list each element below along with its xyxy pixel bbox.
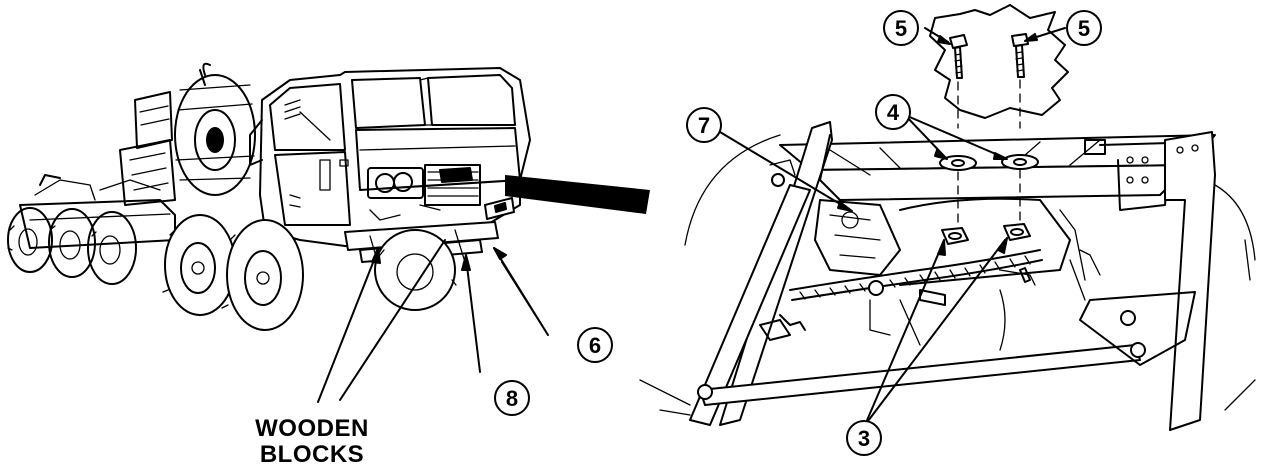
callout-4-number: 4 [887,100,900,125]
callout-6: 6 [577,327,613,363]
cross-tube [639,291,1196,416]
cutaway-panel [929,4,1069,119]
detail-illustration: 5 5 4 7 3 [639,4,1256,456]
bolts [949,33,1029,129]
truck-leader-lines [317,239,549,403]
callout-8-number: 8 [506,386,518,411]
callout-6-number: 6 [589,333,601,358]
callout-3: 3 [846,420,882,456]
bumper-bracket [779,131,1216,431]
truck-illustration: 6 8 WOODEN BLOCKS [7,62,650,468]
callout-5-right: 5 [1066,10,1102,46]
rear-wheels [7,207,137,285]
callout-5-left: 5 [883,10,919,46]
engine-components [779,197,1101,351]
wooden-blocks-label-line1: WOODEN [255,415,369,442]
tow-bar [505,175,650,214]
callout-8: 8 [494,380,530,416]
callout-5-left-number: 5 [895,16,907,41]
truck-chassis [19,91,176,249]
detail-leader-lines [719,27,1066,426]
wooden-blocks-label-line2: BLOCKS [260,441,364,468]
callout-7: 7 [686,107,722,143]
spare-tire [174,62,256,196]
front-wheels [162,214,457,331]
frame-uprights [689,121,833,426]
callout-7-number: 7 [698,113,710,138]
callout-4: 4 [875,94,911,130]
truck-cab [249,67,531,249]
callout-3-number: 3 [858,426,870,451]
callout-5-right-number: 5 [1078,16,1090,41]
